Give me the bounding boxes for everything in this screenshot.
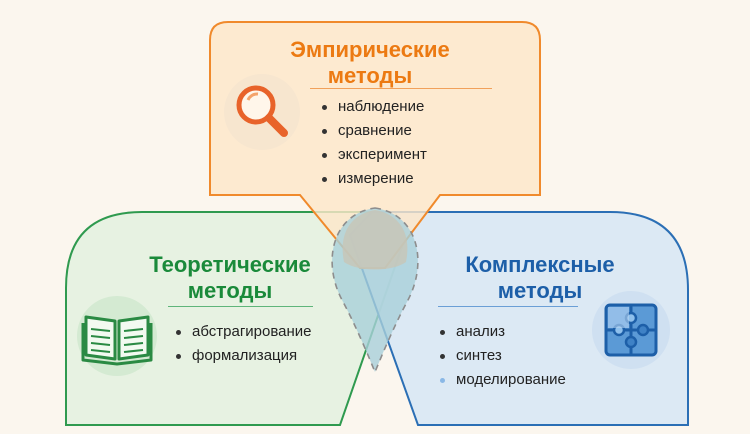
complex-region bbox=[348, 211, 689, 426]
theoretical-title: Теоретические методы bbox=[130, 252, 330, 304]
empirical-list: наблюдение сравнение эксперимент измерен… bbox=[318, 95, 427, 191]
intersection-top bbox=[342, 210, 408, 270]
complex-divider bbox=[438, 306, 578, 307]
theoretical-title-line1: Теоретические bbox=[149, 252, 311, 277]
open-book-icon bbox=[77, 296, 157, 376]
magnifier-icon bbox=[224, 74, 300, 150]
empirical-divider bbox=[310, 88, 492, 89]
complex-title-line1: Комплексные bbox=[465, 252, 615, 277]
complex-title-line2: методы bbox=[497, 278, 583, 303]
list-item: измерение bbox=[318, 167, 427, 191]
list-item: синтез bbox=[436, 344, 566, 368]
complex-list: анализ синтез моделирование bbox=[436, 320, 566, 392]
list-item: эксперимент bbox=[318, 143, 427, 167]
list-item: анализ bbox=[436, 320, 566, 344]
puzzle-icon bbox=[592, 291, 670, 369]
empirical-title-line2: методы bbox=[327, 63, 413, 88]
theoretical-region bbox=[65, 211, 408, 426]
theoretical-title-line2: методы bbox=[187, 278, 273, 303]
list-item: абстрагирование bbox=[172, 320, 312, 344]
theoretical-divider bbox=[168, 306, 313, 307]
theoretical-list: абстрагирование формализация bbox=[172, 320, 312, 368]
empirical-title-line1: Эмпирические bbox=[290, 37, 450, 62]
complex-title: Комплексные методы bbox=[440, 252, 640, 304]
empirical-title: Эмпирические методы bbox=[270, 37, 470, 89]
list-item: формализация bbox=[172, 344, 312, 368]
list-item: наблюдение bbox=[318, 95, 427, 119]
list-item: сравнение bbox=[318, 119, 427, 143]
list-item: моделирование bbox=[436, 368, 566, 392]
